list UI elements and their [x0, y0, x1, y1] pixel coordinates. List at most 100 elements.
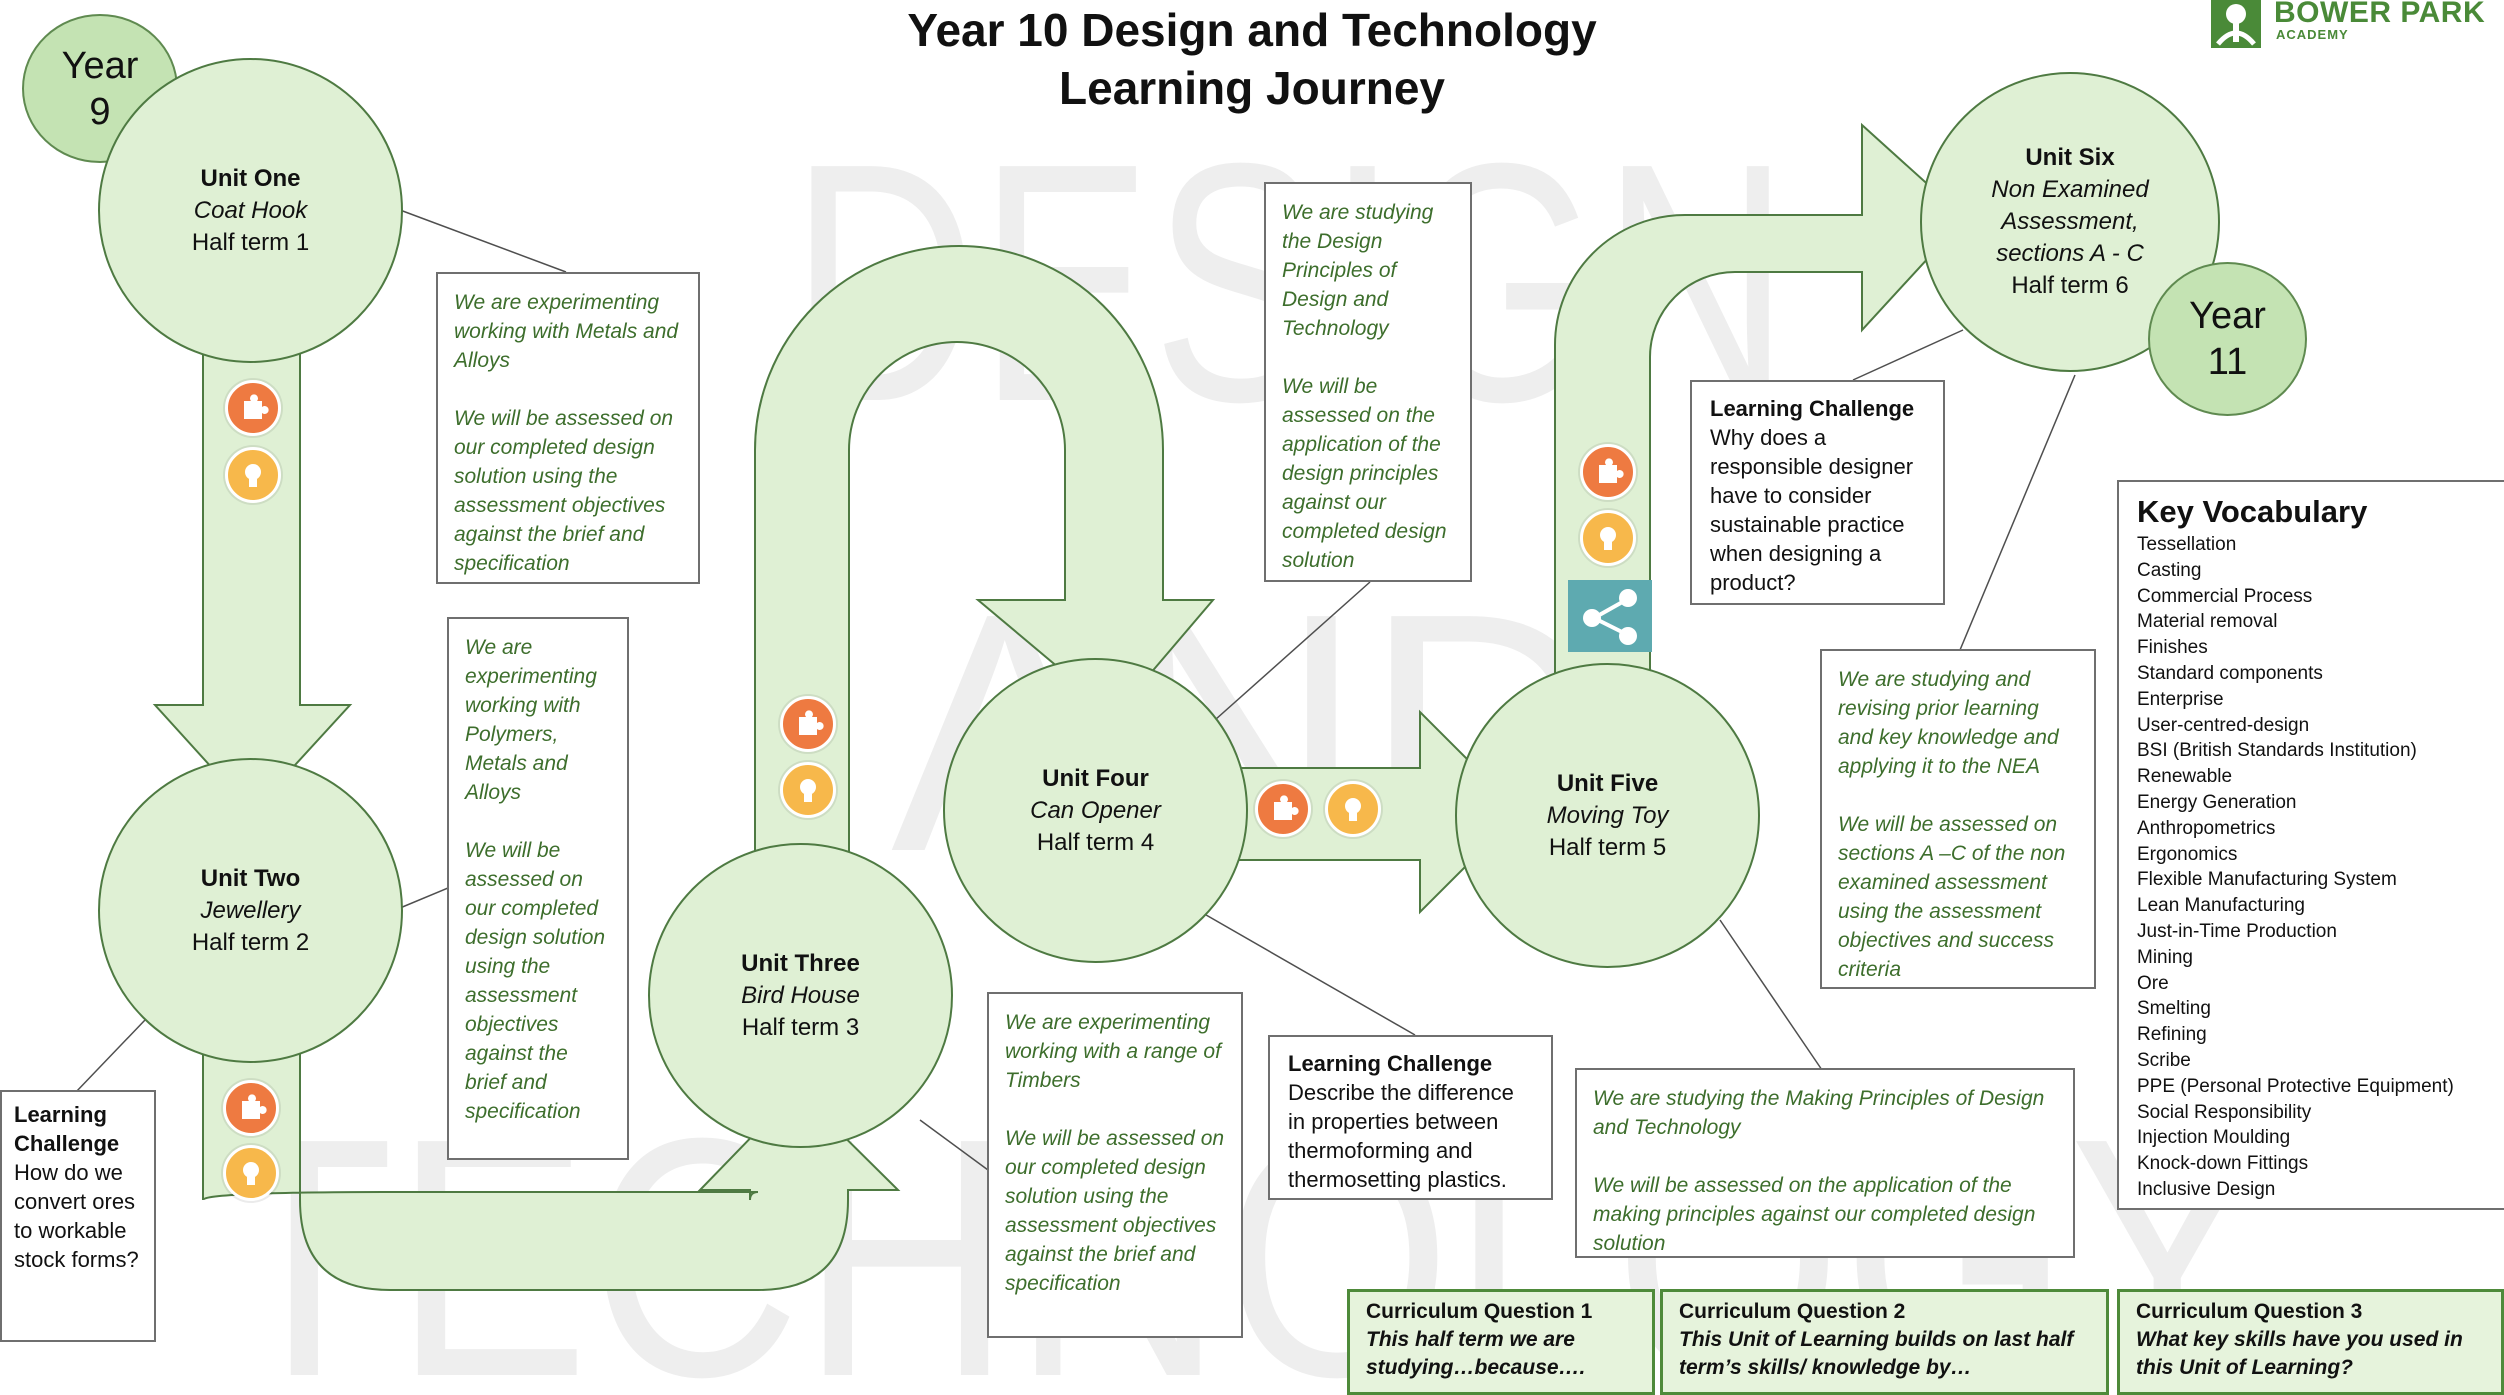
lightbulb-icon: [245, 464, 261, 487]
unit-six-project-line-2: Assessment,: [2001, 208, 2139, 235]
vocab-item: Energy Generation: [2137, 791, 2297, 813]
unit-four-assessed: We will be assessed on the application o…: [1282, 375, 1447, 572]
unit-six-studying: We are studying and revising prior learn…: [1838, 668, 2059, 778]
puzzle-icon: [799, 710, 824, 735]
vocab-item: Mining: [2137, 946, 2193, 968]
creativity-badge: [780, 762, 836, 818]
problem-solving-badge: [1255, 781, 1311, 837]
unit-six-project-line-3: sections A - C: [1996, 240, 2144, 267]
vocab-item: Finishes: [2137, 637, 2208, 659]
curriculum-question-2-heading: Curriculum Question 2: [1679, 1300, 1906, 1323]
unit-one-project: Coat Hook: [193, 196, 308, 224]
unit-one-studying: We are experimenting working with Metals…: [454, 291, 679, 372]
unit-four-project: Can Opener: [1030, 796, 1161, 824]
learning-challenge-3-text: Why does a responsible designer have to …: [1710, 425, 1914, 595]
puzzle-icon: [242, 1094, 267, 1119]
puzzle-icon: [1599, 458, 1624, 483]
curriculum-question-2: Curriculum Question 2 This Unit of Learn…: [1660, 1289, 2109, 1395]
year-11-marker: Year 11: [2148, 262, 2307, 416]
unit-six-project-line-1: Non Examined: [1991, 176, 2149, 203]
vocab-item: Just-in-Time Production: [2137, 920, 2337, 942]
year-11-number: 11: [2207, 341, 2248, 383]
unit-two-term: Half term 2: [191, 928, 310, 956]
share-icon: [1583, 589, 1637, 645]
creativity-badge: [1580, 510, 1636, 566]
unit-five-title: Unit Five: [1556, 769, 1659, 797]
curriculum-question-1-text: This half term we are studying…because….: [1366, 1328, 1586, 1379]
vocab-item: Social Responsibility: [2137, 1101, 2312, 1123]
year-11-word: Year: [2189, 295, 2266, 337]
curriculum-question-1: Curriculum Question 1 This half term we …: [1347, 1289, 1655, 1395]
vocab-item: Ore: [2137, 972, 2169, 994]
page-title-line-1: Year 10 Design and Technology: [907, 4, 1597, 56]
unit-six-assessed: We will be assessed on sections A –C of …: [1838, 813, 2066, 981]
unit-one-assessed: We will be assessed on our completed des…: [454, 407, 674, 575]
vocab-item: Enterprise: [2137, 688, 2224, 710]
vocab-item: Anthropometrics: [2137, 817, 2276, 839]
unit-five-term: Half term 5: [1548, 833, 1667, 861]
problem-solving-badge: [1580, 444, 1636, 500]
unit-three-studying: We are experimenting working with a rang…: [1005, 1011, 1221, 1092]
logo-name: BOWER PARK: [2274, 0, 2486, 29]
unit-three-circle: Unit Three Bird House Half term 3: [648, 843, 953, 1148]
year-9-number: 9: [89, 90, 111, 133]
key-vocabulary-title: Key Vocabulary: [2137, 494, 2368, 529]
lightbulb-icon: [243, 1162, 259, 1185]
unit-six-title: Unit Six: [2025, 144, 2115, 171]
unit-four-title: Unit Four: [1042, 764, 1149, 792]
vocab-item: Casting: [2137, 559, 2202, 581]
vocab-item: BSI (British Standards Institution): [2137, 740, 2417, 762]
unit-five-project: Moving Toy: [1546, 801, 1669, 829]
vocab-item: Knock-down Fittings: [2137, 1153, 2309, 1175]
unit-three-project: Bird House: [741, 981, 860, 1009]
learning-challenge-3: Learning Challenge Why does a responsibl…: [1690, 380, 1945, 605]
unit-four-note: We are studying the Design Principles of…: [1264, 182, 1472, 582]
curriculum-question-1-heading: Curriculum Question 1: [1366, 1300, 1593, 1323]
learning-challenge-2-heading: Learning Challenge: [1288, 1051, 1493, 1076]
unit-one-term: Half term 1: [191, 228, 310, 256]
vocab-item: Commercial Process: [2137, 585, 2313, 607]
unit-three-assessed: We will be assessed on our completed des…: [1005, 1127, 1225, 1295]
unit-six-term: Half term 6: [2011, 272, 2129, 299]
creativity-badge: [1325, 781, 1381, 837]
unit-three-note: We are experimenting working with a rang…: [987, 992, 1243, 1338]
unit-six-circle: Unit Six Non Examined Assessment, sectio…: [1920, 72, 2220, 372]
unit-two-title: Unit Two: [200, 864, 301, 892]
vocab-item: Standard components: [2137, 662, 2323, 684]
unit-two-note: We are experimenting working with Polyme…: [447, 617, 629, 1160]
arrow-unit1-to-unit2: [152, 339, 353, 814]
vocab-item: Renewable: [2137, 766, 2233, 788]
vocab-item: Injection Moulding: [2137, 1127, 2291, 1149]
unit-one-title: Unit One: [200, 164, 301, 192]
vocab-item: Material removal: [2137, 611, 2278, 633]
creativity-badge: [225, 447, 281, 503]
learning-challenge-3-heading: Learning Challenge: [1710, 396, 1915, 421]
vocab-item: User-centred-design: [2137, 714, 2310, 736]
vocab-item: Ergonomics: [2137, 843, 2238, 865]
vocab-item: Lean Manufacturing: [2137, 895, 2305, 917]
unit-three-term: Half term 3: [741, 1013, 860, 1041]
problem-solving-badge: [223, 1080, 279, 1136]
unit-five-circle: Unit Five Moving Toy Half term 5: [1455, 663, 1760, 968]
unit-three-title: Unit Three: [741, 949, 860, 977]
vocab-item: Inclusive Design: [2137, 1178, 2276, 1200]
arrow-unit2-to-unit3: [202, 1039, 901, 1291]
unit-two-studying: We are experimenting working with Polyme…: [465, 636, 597, 804]
unit-two-assessed: We will be assessed on our completed des…: [465, 839, 606, 1123]
unit-one-note: We are experimenting working with Metals…: [436, 272, 700, 584]
creativity-badge: [223, 1145, 279, 1201]
vocab-item: Flexible Manufacturing System: [2137, 869, 2397, 891]
curriculum-question-2-text: This Unit of Learning builds on last hal…: [1679, 1328, 2074, 1379]
puzzle-icon: [1274, 795, 1299, 820]
arrow-unit5-to-unit6: [1554, 122, 1967, 681]
vocab-item: PPE (Personal Protective Equipment): [2137, 1075, 2454, 1097]
school-crest-icon: [2211, 0, 2261, 48]
unit-two-project: Jewellery: [200, 896, 301, 924]
key-vocabulary-panel: Key Vocabulary Tessellation Casting Comm…: [2117, 480, 2504, 1210]
puzzle-icon: [244, 394, 269, 419]
learning-challenge-1: Learning Challenge How do we convert ore…: [0, 1090, 156, 1342]
page-title-line-2: Learning Journey: [1059, 62, 1445, 114]
lightbulb-icon: [1600, 527, 1616, 550]
unit-one-circle: Unit One Coat Hook Half term 1: [98, 58, 403, 363]
